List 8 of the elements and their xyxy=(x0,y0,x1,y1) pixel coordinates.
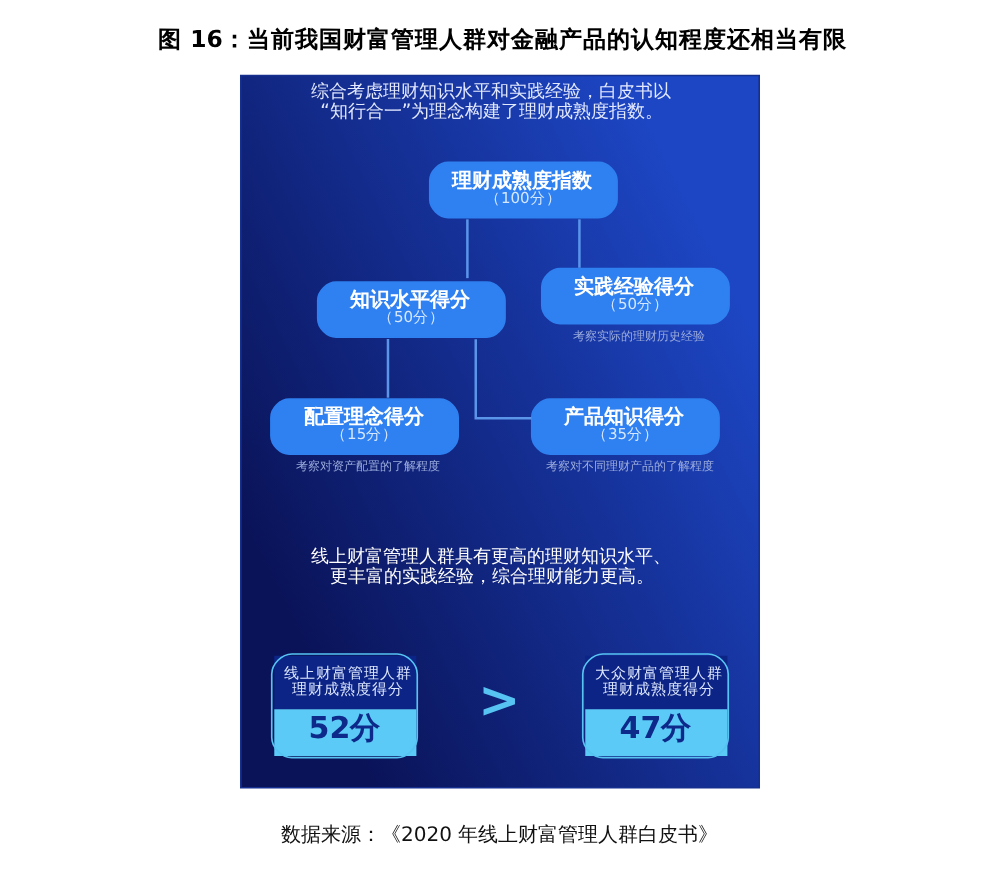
connector xyxy=(474,339,532,420)
label: > xyxy=(478,670,521,729)
diagram-title: 图 16：当前我国财富管理人群对金融产品的认知程度还相当有限 xyxy=(158,25,847,54)
caption: 数据来源：《2020 年线上财富管理人群白皮书》 xyxy=(280,825,719,848)
label: 线上财富管理人群具有更高的理财知识水平、更丰富的实践经验，综合理财能力更高。 xyxy=(311,545,672,588)
connector xyxy=(466,219,469,279)
connector xyxy=(578,219,581,268)
connector xyxy=(386,338,390,398)
